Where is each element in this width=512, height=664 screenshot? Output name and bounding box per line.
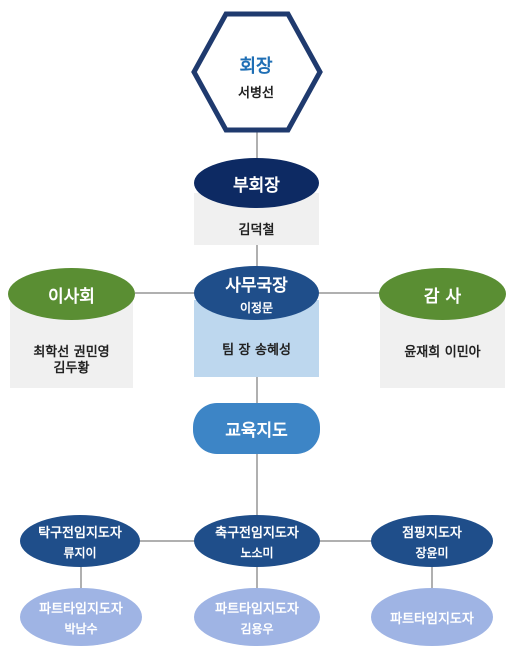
secretary-title: 사무국장: [225, 275, 288, 296]
tt-part-name: 박남수: [64, 621, 98, 636]
jumping-part-timer: 파트타임지도자: [371, 588, 493, 646]
soccer-instructor: 축구전임지도자 노소미: [194, 515, 320, 567]
table-tennis-part-timer: 파트타임지도자 박남수: [20, 588, 142, 646]
table-tennis-instructor: 탁구전임지도자 류지이: [20, 515, 140, 567]
education-pill: 교육지도: [193, 403, 320, 454]
soccer-part-name: 김용우: [240, 621, 274, 636]
vice-chairman-title: 부회장: [233, 175, 280, 196]
table-tennis-title: 탁구전임지도자: [38, 525, 122, 541]
team-lead: 팀 장 송혜성: [222, 343, 291, 358]
jumping-part-title: 파트타임지도자: [390, 611, 474, 627]
jumping-instructor: 점핑지도자 장윤미: [371, 515, 493, 567]
soccer-title: 축구전임지도자: [215, 525, 299, 541]
soccer-name: 노소미: [240, 545, 274, 560]
board-member-1: 최학선 권민영: [33, 345, 110, 360]
soccer-part-title: 파트타임지도자: [215, 601, 299, 617]
secretary-name: 이정문: [239, 300, 274, 315]
auditor-title: 감 사: [423, 286, 462, 307]
board-oval: 이사회: [8, 268, 135, 320]
auditor-members: 윤재희 이민아: [404, 345, 481, 360]
education-title: 교육지도: [225, 421, 288, 441]
chairman-hexagon: [191, 11, 323, 133]
auditor-oval: 감 사: [379, 268, 506, 320]
vice-chairman-name: 김덕철: [238, 223, 275, 238]
board-member-2: 김두황: [53, 361, 90, 376]
table-tennis-name: 류지이: [63, 545, 97, 560]
jumping-title: 점핑지도자: [402, 525, 462, 541]
tt-part-title: 파트타임지도자: [39, 601, 123, 617]
secretary-oval: 사무국장 이정문: [194, 266, 319, 320]
soccer-part-timer: 파트타임지도자 김용우: [194, 588, 320, 646]
vice-chairman-oval: 부회장: [194, 158, 319, 208]
jumping-name: 장윤미: [415, 545, 449, 560]
chairman-title: 회장: [239, 56, 273, 77]
chairman-name: 서병선: [238, 86, 274, 101]
board-title: 이사회: [48, 286, 95, 307]
